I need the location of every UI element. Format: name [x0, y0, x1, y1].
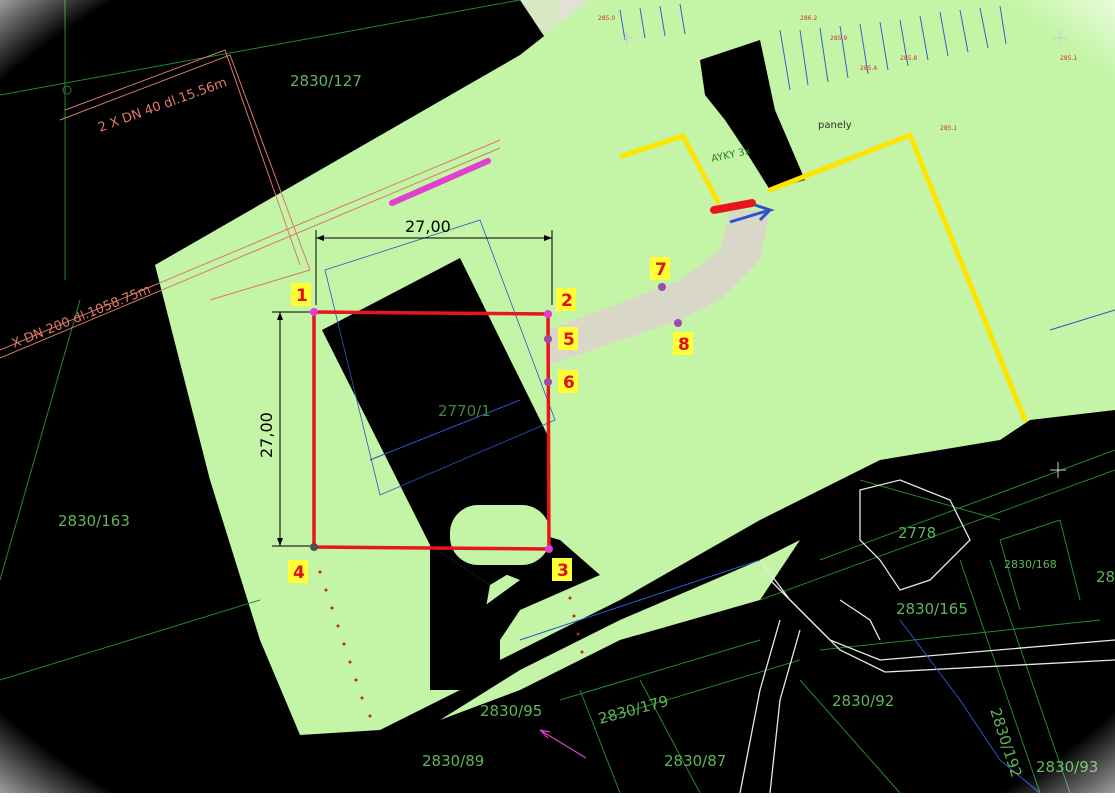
svg-text:8: 8	[678, 335, 690, 355]
marker-4[interactable]: 4	[288, 560, 308, 583]
svg-text:285.1: 285.1	[1060, 55, 1077, 62]
point-3	[545, 545, 553, 553]
parcel-2830-163: 2830/163	[58, 512, 130, 530]
parcel-2830-168: 2830/168	[1004, 558, 1057, 571]
inner-island	[450, 505, 550, 565]
point-1	[310, 308, 318, 316]
parcel-2830-92: 2830/92	[832, 692, 894, 710]
marker-6[interactable]: 6	[558, 370, 578, 393]
svg-text:5: 5	[563, 330, 575, 350]
svg-text:285.1: 285.1	[940, 125, 957, 132]
parcel-2830-127: 2830/127	[290, 72, 362, 90]
svg-text:7: 7	[655, 260, 667, 280]
dimension-width: 27,00	[405, 217, 451, 236]
label-panely: panely	[818, 120, 852, 131]
svg-text:2: 2	[561, 291, 573, 311]
svg-text:6: 6	[563, 373, 575, 393]
marker-5[interactable]: 5	[558, 327, 578, 350]
parcel-2778: 2778	[898, 524, 936, 542]
marker-8[interactable]: 8	[673, 332, 693, 355]
marker-7[interactable]: 7	[650, 257, 670, 280]
parcel-2830-165: 2830/165	[896, 600, 968, 618]
marker-1[interactable]: 1	[291, 283, 311, 306]
svg-text:286.2: 286.2	[800, 15, 817, 22]
svg-text:285.9: 285.9	[830, 35, 847, 42]
point-7	[658, 283, 666, 291]
svg-text:285.4: 285.4	[860, 65, 877, 72]
svg-text:3: 3	[557, 561, 569, 581]
svg-text:4: 4	[293, 563, 305, 583]
svg-text:1: 1	[296, 286, 308, 306]
parcel-2770-1: 2770/1	[438, 402, 491, 420]
point-8	[674, 319, 682, 327]
parcel-2830-93: 2830/93	[1036, 758, 1098, 776]
point-4	[310, 543, 318, 551]
point-2	[544, 310, 552, 318]
point-6	[544, 378, 552, 386]
parcel-2830-95: 2830/95	[480, 702, 542, 720]
dimension-height: 27,00	[257, 412, 276, 458]
svg-text:285.8: 285.8	[900, 55, 917, 62]
marker-2[interactable]: 2	[556, 288, 576, 311]
svg-text:285.0: 285.0	[598, 15, 615, 22]
point-5	[544, 335, 552, 343]
parcel-edge-28: 28	[1096, 568, 1115, 586]
parcel-2830-89: 2830/89	[422, 752, 484, 770]
marker-3[interactable]: 3	[552, 558, 572, 581]
parcel-2830-87: 2830/87	[664, 752, 726, 770]
